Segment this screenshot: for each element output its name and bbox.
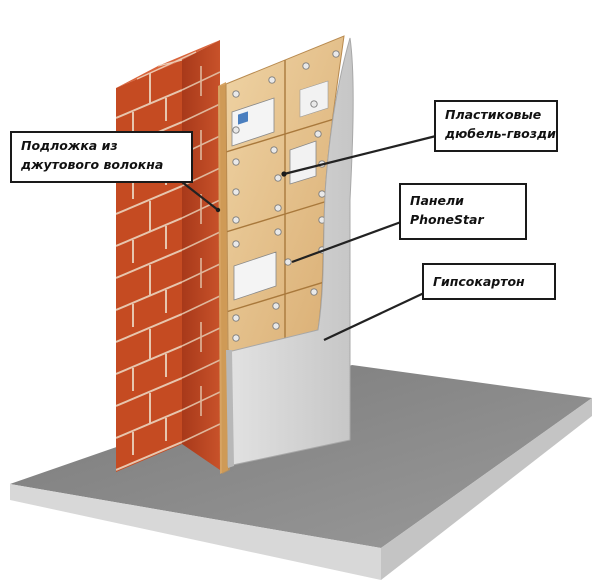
leader-line-dowels: [283, 134, 437, 176]
leader-dot-icon: [215, 207, 221, 213]
label-dowels-line1: Пластиковые: [445, 107, 542, 122]
panel-sticker-icon: [233, 251, 277, 301]
leader-dot-icon: [281, 171, 287, 177]
label-gypsum-line1: Гипсокартон: [433, 274, 525, 289]
label-phonestar-panels: Панели PhoneStar: [399, 183, 527, 240]
panel-sticker-icon: [231, 97, 275, 147]
panel-sticker-icon: [299, 80, 329, 118]
floor-slab: [10, 365, 592, 580]
label-panels-line1: Панели: [410, 193, 464, 208]
label-panels-line2: PhoneStar: [410, 212, 484, 227]
label-gypsum-board: Гипсокартон: [422, 263, 556, 300]
leader-line-jute: [181, 181, 219, 211]
dowel-heads: [232, 50, 340, 342]
leader-line-gypsum: [323, 292, 425, 341]
label-plastic-dowels: Пластиковые дюбель-гвозди: [434, 100, 558, 152]
label-jute-line1: Подложка из: [21, 138, 118, 153]
label-jute-underlay: Подложка из джутового волокна: [10, 131, 193, 183]
label-jute-line2: джутового волокна: [21, 157, 164, 172]
label-dowels-line2: дюбель-гвозди: [445, 126, 556, 141]
brick-wall: [116, 40, 220, 472]
leader-lines: [181, 134, 437, 341]
leader-line-panels: [291, 220, 402, 264]
gypsum-board: [226, 37, 354, 468]
